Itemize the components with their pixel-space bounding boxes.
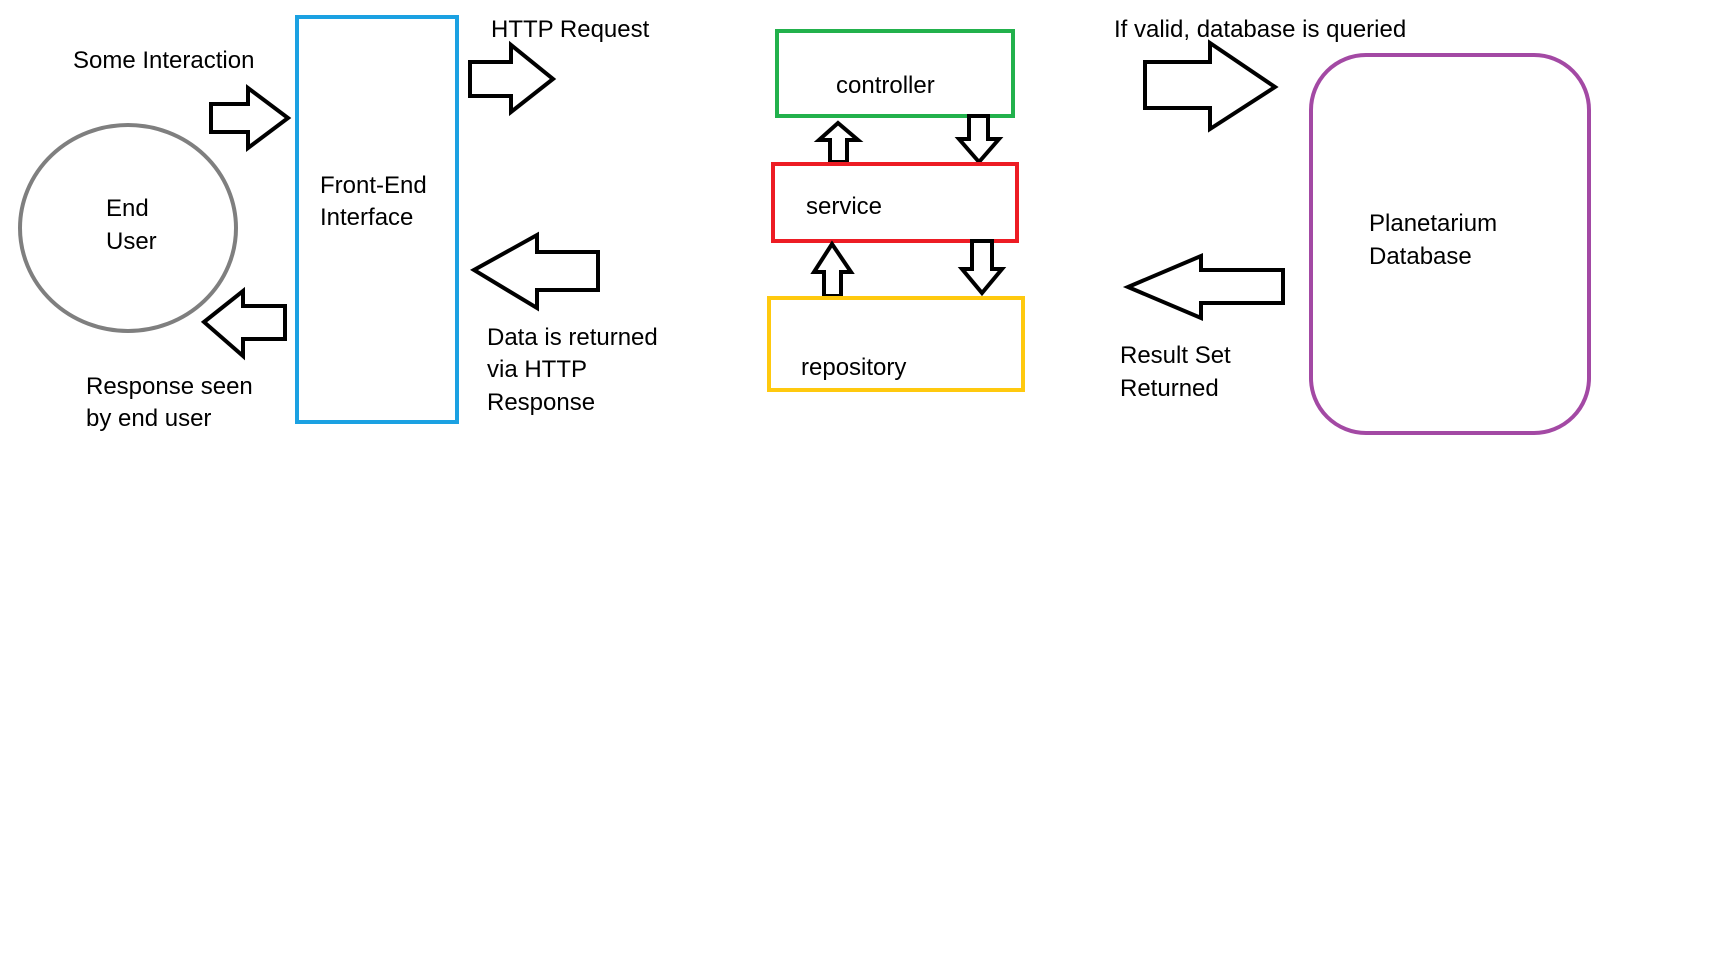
controller-label: controller bbox=[836, 72, 935, 99]
service-label: service bbox=[806, 193, 882, 220]
controller-to-service-arrow bbox=[954, 114, 1004, 166]
result-set-arrow bbox=[1122, 252, 1285, 322]
some-interaction-label: Some Interaction bbox=[73, 47, 254, 74]
controller-box bbox=[775, 29, 1015, 118]
data-returned-label-line1: Data is returned bbox=[487, 324, 658, 351]
response-seen-arrow bbox=[200, 286, 287, 361]
database-label-line1: Planetarium bbox=[1369, 210, 1497, 237]
database-label-line2: Database bbox=[1369, 243, 1472, 270]
some-interaction-arrow bbox=[209, 84, 292, 152]
repository-to-service-arrow bbox=[810, 240, 855, 298]
data-returned-arrow bbox=[470, 231, 600, 312]
repository-box bbox=[767, 296, 1025, 392]
front-end-label-line2: Interface bbox=[320, 204, 413, 231]
service-to-repository-arrow bbox=[957, 239, 1007, 297]
response-seen-label-line2: by end user bbox=[86, 405, 211, 432]
http-request-arrow bbox=[468, 40, 557, 117]
service-box bbox=[771, 162, 1019, 243]
end-user-label-line1: End bbox=[106, 195, 149, 222]
repository-label: repository bbox=[801, 354, 906, 381]
response-seen-label-line1: Response seen bbox=[86, 373, 253, 400]
service-to-controller-arrow bbox=[813, 120, 864, 164]
planetarium-database-box bbox=[1309, 53, 1591, 435]
data-returned-label-line2: via HTTP bbox=[487, 356, 587, 383]
result-set-label-line1: Result Set bbox=[1120, 342, 1231, 369]
end-user-label-line2: User bbox=[106, 228, 157, 255]
front-end-interface-box bbox=[295, 15, 459, 424]
front-end-label-line1: Front-End bbox=[320, 172, 427, 199]
result-set-label-line2: Returned bbox=[1120, 375, 1219, 402]
database-query-arrow bbox=[1143, 39, 1279, 133]
if-valid-label: If valid, database is queried bbox=[1114, 16, 1406, 43]
end-user-circle bbox=[18, 123, 238, 333]
http-request-label: HTTP Request bbox=[491, 16, 650, 43]
data-returned-label-line3: Response bbox=[487, 389, 595, 416]
